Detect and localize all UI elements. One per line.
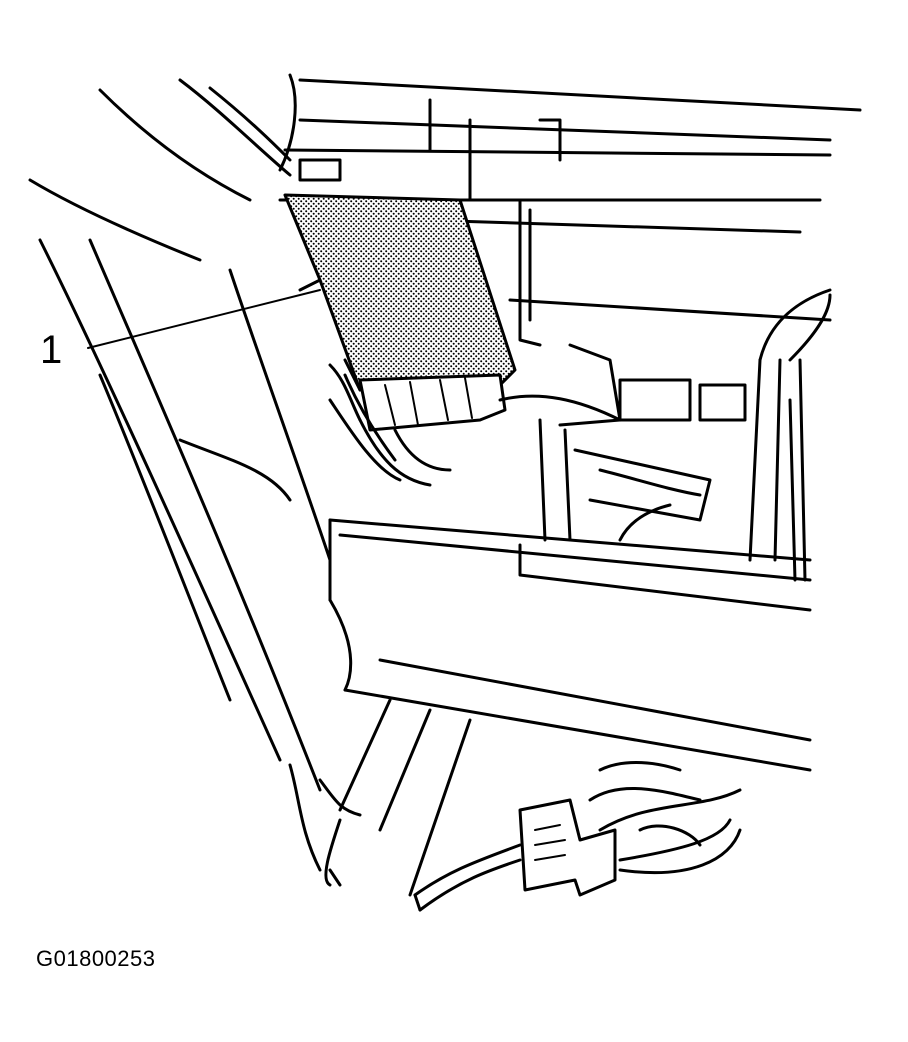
floor-sill — [328, 698, 472, 897]
lower-dash-panel — [328, 518, 812, 772]
dash-internal-components — [498, 288, 832, 582]
figure-code: G01800253 — [36, 946, 156, 971]
module-connector — [328, 363, 507, 487]
dash-trim-contours — [28, 73, 362, 887]
callout-leader-line — [87, 289, 321, 349]
dash-frame — [278, 78, 862, 347]
callout-label-1: 1 — [40, 328, 63, 372]
lower-wiring-harness — [413, 761, 742, 912]
electronic-module — [283, 193, 517, 392]
